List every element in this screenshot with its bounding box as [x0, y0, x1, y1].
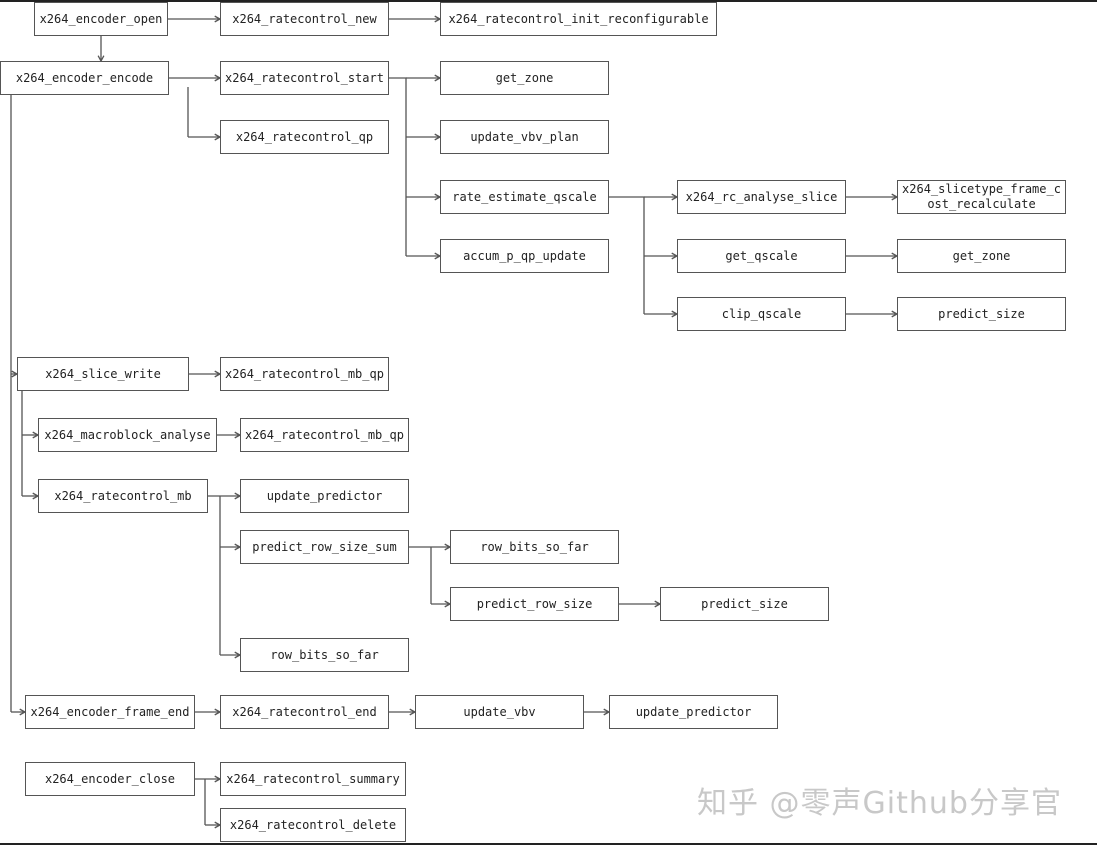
function-node-x264-ratecontrol-end: x264_ratecontrol_end [220, 695, 389, 729]
function-node-update-vbv-plan: update_vbv_plan [440, 120, 609, 154]
function-node-clip-qscale: clip_qscale [677, 297, 846, 331]
function-node-update-predictor: update_predictor [609, 695, 778, 729]
function-node-x264-encoder-close: x264_encoder_close [25, 762, 195, 796]
function-node-x264-encoder-encode: x264_encoder_encode [0, 61, 169, 95]
function-node-rate-estimate-qscale: rate_estimate_qscale [440, 180, 609, 214]
function-node-x264-slicetype-frame-cost-recalculate: x264_slicetype_frame_cost_recalculate [897, 180, 1066, 214]
connector-trunk [389, 77, 407, 256]
function-node-predict-row-size-sum: predict_row_size_sum [240, 530, 409, 564]
function-node-x264-ratecontrol-start: x264_ratecontrol_start [220, 61, 389, 95]
function-node-x264-ratecontrol-qp: x264_ratecontrol_qp [220, 120, 389, 154]
function-node-predict-size: predict_size [897, 297, 1066, 331]
function-node-x264-rc-analyse-slice: x264_rc_analyse_slice [677, 180, 846, 214]
function-node-accum-p-qp-update: accum_p_qp_update [440, 239, 609, 273]
function-node-update-vbv: update_vbv [415, 695, 584, 729]
function-node-row-bits-so-far: row_bits_so_far [240, 638, 409, 672]
watermark: 知乎 @零声Github分享官 [697, 786, 1062, 821]
function-node-x264-ratecontrol-mb-qp: x264_ratecontrol_mb_qp [220, 357, 389, 391]
function-node-x264-encoder-frame-end: x264_encoder_frame_end [25, 695, 195, 729]
function-node-x264-ratecontrol-delete: x264_ratecontrol_delete [220, 808, 406, 842]
function-node-x264-ratecontrol-mb-qp: x264_ratecontrol_mb_qp [240, 418, 409, 452]
function-node-update-predictor: update_predictor [240, 479, 409, 513]
function-node-x264-ratecontrol-summary: x264_ratecontrol_summary [220, 762, 406, 796]
function-node-predict-size: predict_size [660, 587, 829, 621]
top-border [0, 0, 1097, 2]
function-node-get-zone: get_zone [440, 61, 609, 95]
function-node-x264-ratecontrol-mb: x264_ratecontrol_mb [38, 479, 208, 513]
function-node-get-zone: get_zone [897, 239, 1066, 273]
connector-trunk [609, 196, 645, 314]
function-node-predict-row-size: predict_row_size [450, 587, 619, 621]
function-node-row-bits-so-far: row_bits_so_far [450, 530, 619, 564]
function-node-x264-ratecontrol-new: x264_ratecontrol_new [220, 2, 389, 36]
function-node-x264-macroblock-analyse: x264_macroblock_analyse [38, 418, 217, 452]
function-node-x264-slice-write: x264_slice_write [17, 357, 189, 391]
function-node-x264-encoder-open: x264_encoder_open [34, 2, 168, 36]
bottom-border [0, 843, 1097, 845]
function-node-get-qscale: get_qscale [677, 239, 846, 273]
function-node-x264-ratecontrol-init-reconfigurable: x264_ratecontrol_init_reconfigurable [440, 2, 717, 36]
